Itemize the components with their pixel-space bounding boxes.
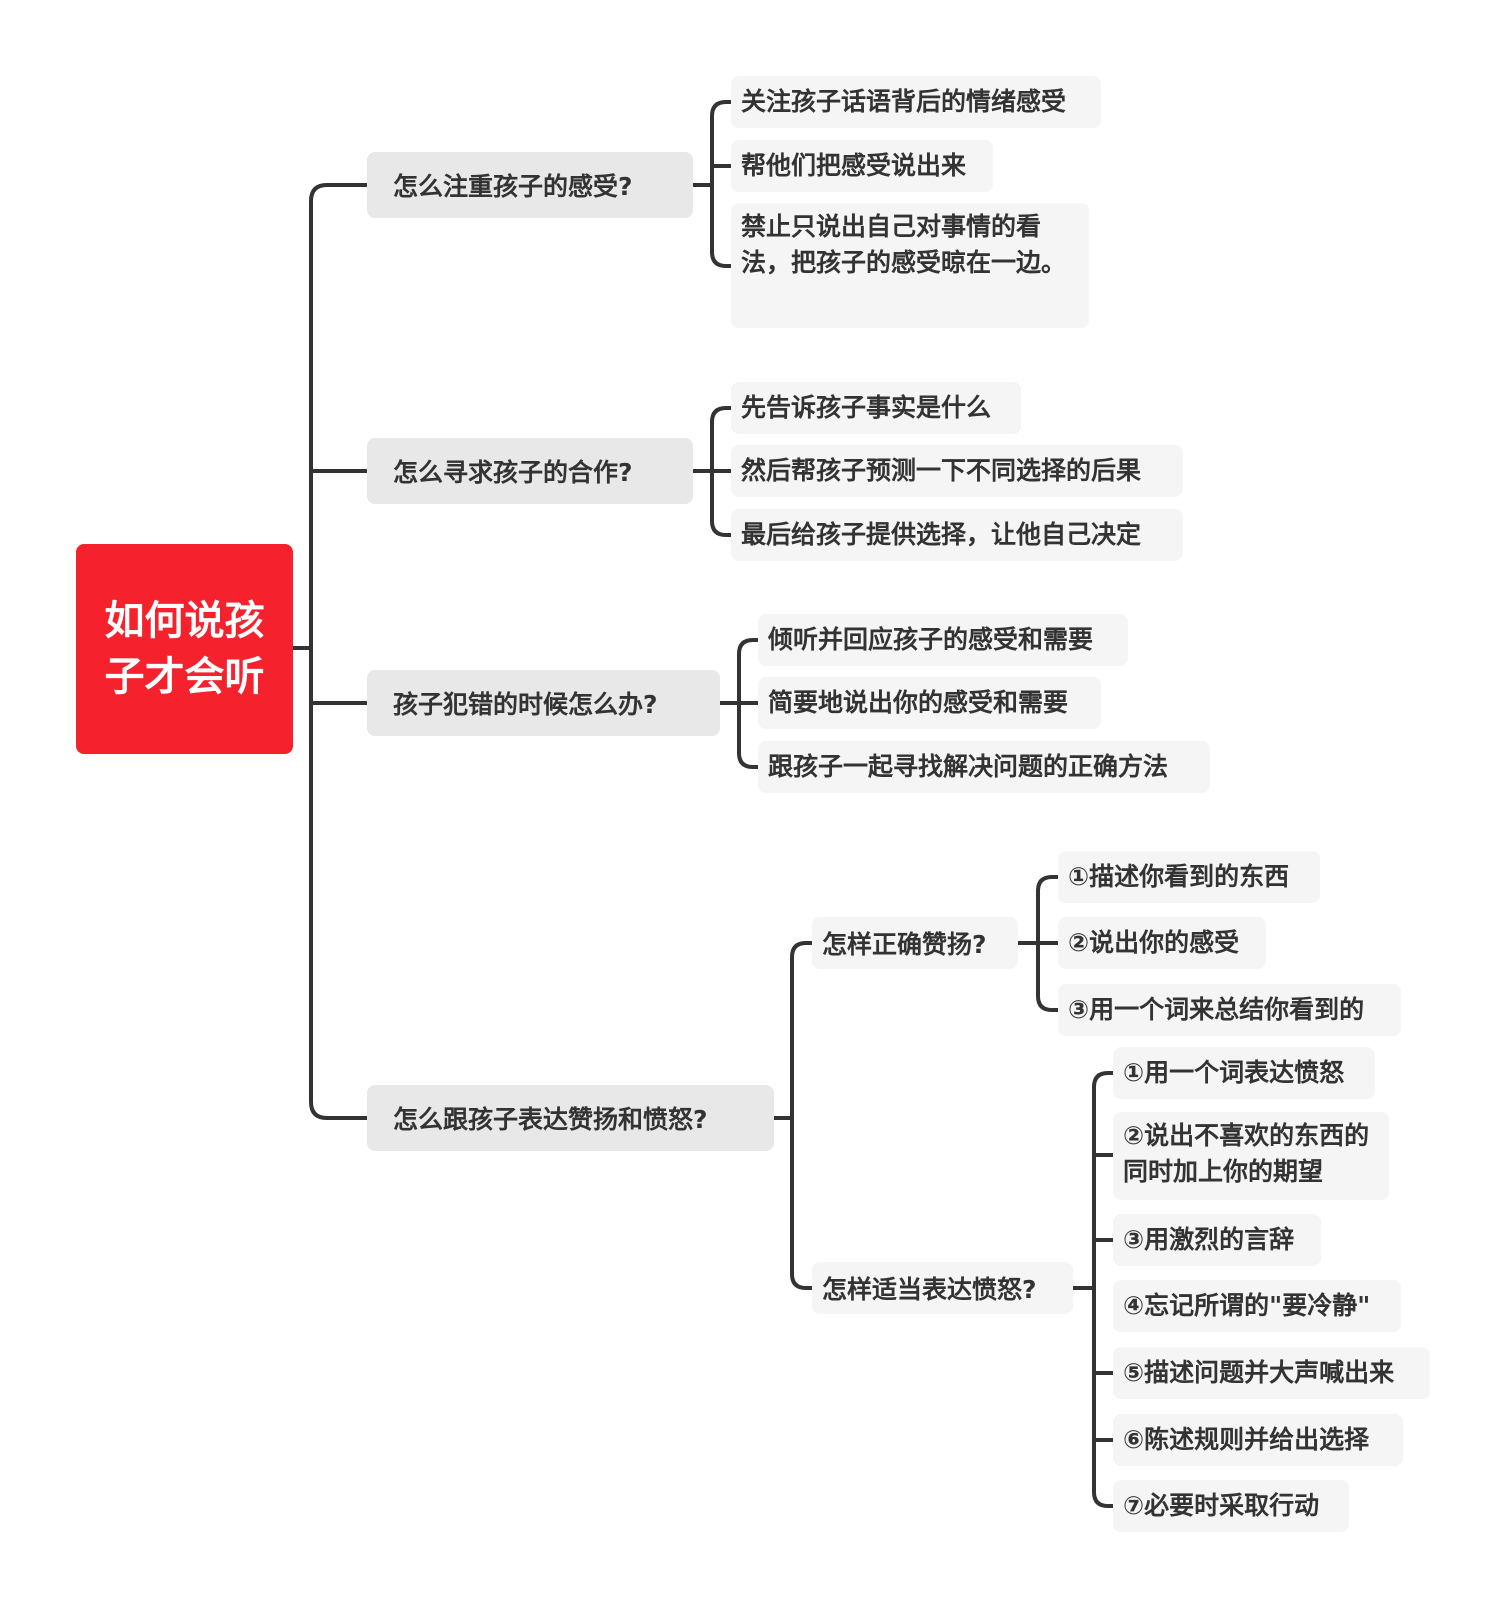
leaf-text: 最后给孩子提供选择，让他自己决定 [741, 520, 1142, 549]
topic-label: 孩子犯错的时候怎么办? [393, 690, 658, 719]
t4-trunk [790, 941, 808, 1290]
leaf-item[interactable]: 倾听并回应孩子的感受和需要 [758, 614, 1128, 666]
leaf-item[interactable]: ④忘记所谓的"要冷静" [1113, 1280, 1401, 1332]
leaf-item[interactable]: 帮他们把感受说出来 [731, 140, 993, 192]
leaf-item[interactable]: 最后给孩子提供选择，让他自己决定 [731, 509, 1183, 561]
leaf-item[interactable]: ②说出你的感受 [1058, 917, 1266, 969]
leaf-item[interactable]: 关注孩子话语背后的情绪感受 [731, 76, 1101, 128]
leaf-item[interactable]: ⑤描述问题并大声喊出来 [1113, 1347, 1430, 1399]
leaf-text: ①用一个词表达愤怒 [1123, 1058, 1345, 1087]
anger-trunk [1092, 1071, 1110, 1508]
topic-feelings[interactable]: 怎么注重孩子的感受? [367, 152, 693, 218]
topic-cooperation[interactable]: 怎么寻求孩子的合作? [367, 438, 693, 504]
subtopic-praise[interactable]: 怎样正确赞扬? [812, 917, 1018, 969]
leaf-text: ⑤描述问题并大声喊出来 [1123, 1358, 1395, 1387]
leaf-item[interactable]: ③用一个词来总结你看到的 [1058, 984, 1401, 1036]
leaf-item[interactable]: 禁止只说出自己对事情的看法，把孩子的感受晾在一边。 [731, 203, 1089, 328]
leaf-text: 关注孩子话语背后的情绪感受 [741, 87, 1067, 116]
leaf-text: 然后帮孩子预测一下不同选择的后果 [741, 456, 1142, 485]
leaf-item[interactable]: ③用激烈的言辞 [1113, 1214, 1321, 1266]
leaf-item[interactable]: 然后帮孩子预测一下不同选择的后果 [731, 445, 1183, 497]
subtopic-label: 怎样适当表达愤怒? [822, 1275, 1037, 1304]
leaf-text: 跟孩子一起寻找解决问题的正确方法 [768, 752, 1169, 781]
subtopic-label: 怎样正确赞扬? [822, 930, 987, 959]
t1-trunk [710, 100, 728, 268]
leaf-text: ⑥陈述规则并给出选择 [1123, 1425, 1370, 1454]
leaf-text: ①描述你看到的东西 [1068, 862, 1290, 891]
leaf-text: 禁止只说出自己对事情的看法，把孩子的感受晾在一边。 [741, 212, 1067, 277]
leaf-item[interactable]: ⑦必要时采取行动 [1113, 1480, 1349, 1532]
leaf-text: ④忘记所谓的"要冷静" [1123, 1291, 1371, 1320]
root-title: 如何说孩子才会听 [104, 598, 265, 700]
leaf-text: ③用一个词来总结你看到的 [1068, 995, 1365, 1024]
leaf-item[interactable]: 跟孩子一起寻找解决问题的正确方法 [758, 741, 1210, 793]
topic-label: 怎么跟孩子表达赞扬和愤怒? [393, 1105, 708, 1134]
leaf-item[interactable]: ①描述你看到的东西 [1058, 851, 1320, 903]
root-trunk [309, 183, 329, 1120]
topic-praise-anger[interactable]: 怎么跟孩子表达赞扬和愤怒? [367, 1085, 774, 1151]
leaf-text: ③用激烈的言辞 [1123, 1225, 1295, 1254]
leaf-text: 倾听并回应孩子的感受和需要 [768, 625, 1094, 654]
leaf-text: 先告诉孩子事实是什么 [741, 393, 992, 422]
leaf-item[interactable]: ⑥陈述规则并给出选择 [1113, 1414, 1403, 1466]
leaf-item[interactable]: ②说出不喜欢的东西的同时加上你的期望 [1113, 1112, 1389, 1200]
leaf-item[interactable]: ①用一个词表达愤怒 [1113, 1047, 1375, 1099]
leaf-text: 简要地说出你的感受和需要 [768, 688, 1069, 717]
leaf-text: ②说出不喜欢的东西的同时加上你的期望 [1123, 1121, 1370, 1186]
leaf-text: 帮他们把感受说出来 [741, 151, 967, 180]
root-topic[interactable]: 如何说孩子才会听 [76, 544, 293, 754]
leaf-item[interactable]: 先告诉孩子事实是什么 [731, 382, 1021, 434]
topic-label: 怎么寻求孩子的合作? [393, 458, 633, 487]
subtopic-anger[interactable]: 怎样适当表达愤怒? [812, 1262, 1073, 1314]
topic-label: 怎么注重孩子的感受? [393, 172, 633, 201]
leaf-text: ⑦必要时采取行动 [1123, 1491, 1320, 1520]
topic-mistakes[interactable]: 孩子犯错的时候怎么办? [367, 670, 720, 736]
leaf-text: ②说出你的感受 [1068, 928, 1240, 957]
leaf-item[interactable]: 简要地说出你的感受和需要 [758, 677, 1101, 729]
